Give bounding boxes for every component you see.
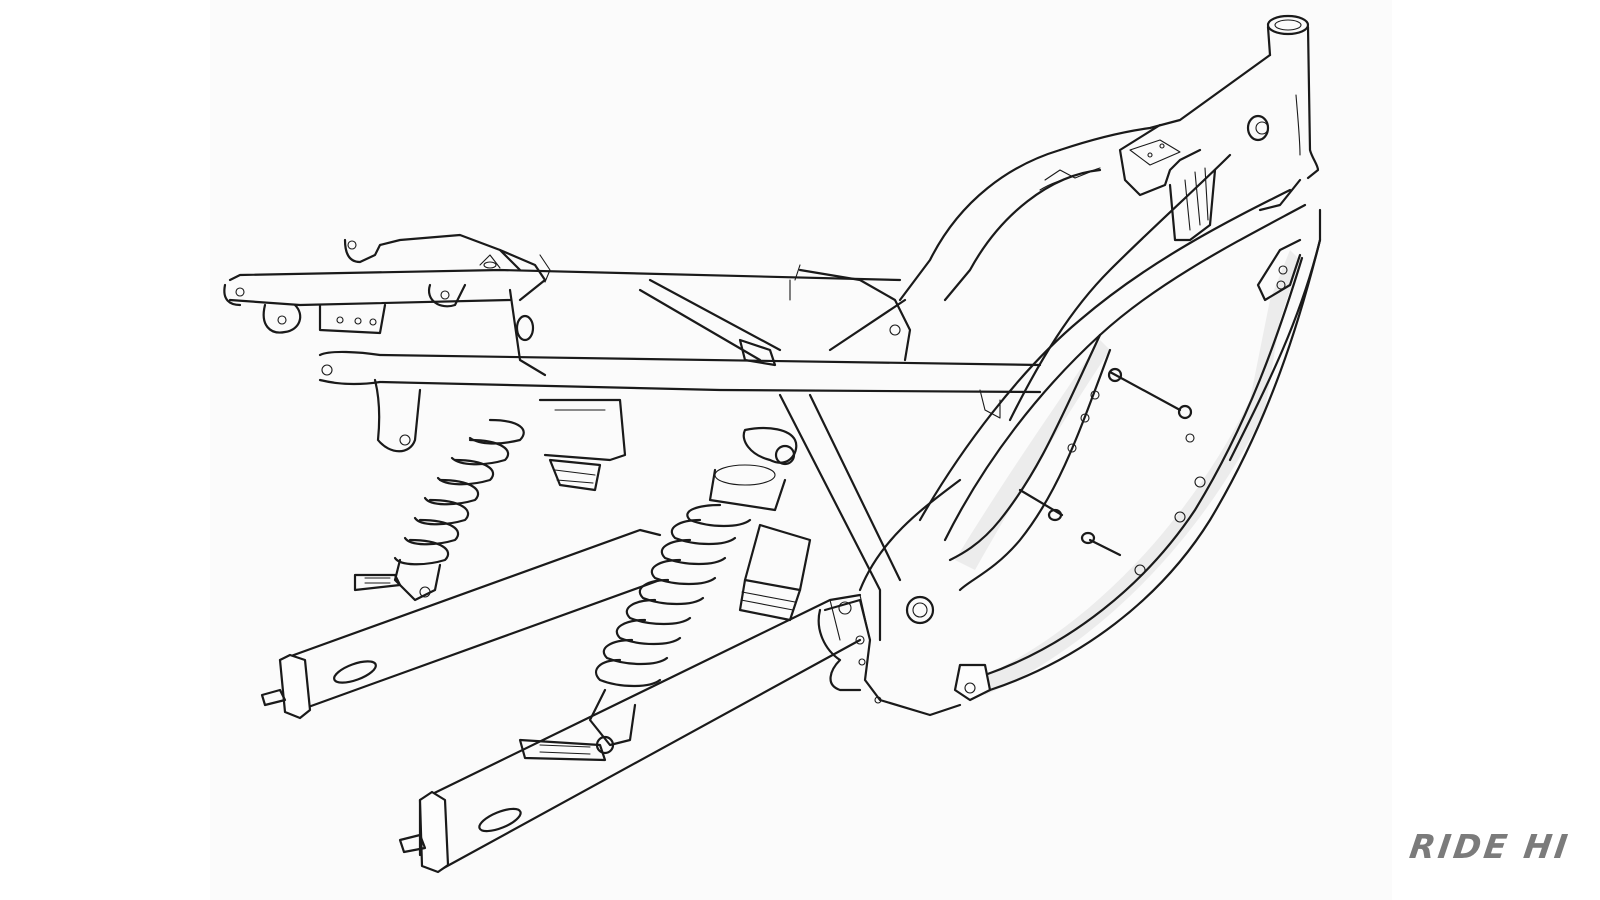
gusset [1058,53,1302,242]
watermark-logo: RIDE HI [1407,827,1573,866]
lower-cradle [948,238,1322,702]
steering-head [1266,14,1320,180]
main-rail [318,350,1042,453]
backbone-tube [898,148,1102,302]
rear-subframe [223,233,902,377]
front-downtubes [918,153,1322,542]
rear-shock-left [353,398,627,602]
swingarm [260,528,871,874]
rear-shock-right [518,426,812,762]
center-cross-tubes [638,264,1001,717]
